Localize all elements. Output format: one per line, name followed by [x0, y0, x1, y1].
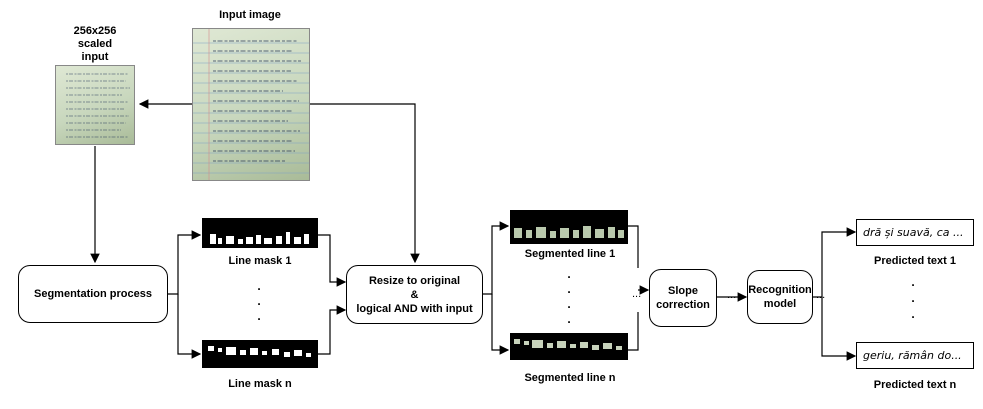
seg-dot-1: . — [567, 267, 571, 281]
pred-dot-3: . — [911, 307, 915, 321]
ellipsis-2: ... — [727, 289, 737, 301]
segmented-blobs-icon — [514, 339, 622, 350]
pred-dot-1: . — [911, 275, 915, 289]
ellipsis-1: ... — [632, 288, 642, 300]
recognition-model-box: Recognition model — [747, 270, 813, 324]
scaled-handwriting-icon — [66, 73, 130, 138]
segmented-line-1-label: Segmented line 1 — [524, 248, 616, 260]
line-mask-n-label: Line mask n — [228, 378, 292, 390]
scaled-input-label-line3: input — [81, 51, 109, 63]
ellipsis-3: ... — [816, 289, 826, 301]
mask-blobs-icon — [208, 346, 311, 357]
resize-and-box: Resize to original & logical AND with in… — [346, 265, 483, 324]
resize-box-line1: Resize to original — [368, 274, 461, 287]
predicted-text-n-box: geriu, rămân do... — [856, 342, 974, 369]
scaled-input-label: 256x256 scaled input — [52, 25, 138, 64]
slope-box-line1: Slope — [668, 285, 698, 297]
predicted-text-n-label: Predicted text n — [873, 379, 957, 391]
scaled-input-label-line1: 256x256 — [73, 25, 117, 37]
seg-dot-4: . — [567, 312, 571, 326]
resize-box-line2: & — [410, 288, 419, 301]
slope-correction-box: Slope correction — [649, 269, 717, 327]
resize-box-line3: logical AND with input — [356, 302, 473, 315]
recognition-box-line2: model — [763, 298, 797, 310]
mask-dot-2: . — [257, 294, 261, 308]
scaled-input-photo — [55, 65, 135, 145]
predicted-text-1-label: Predicted text 1 — [874, 255, 956, 267]
seg-dot-3: . — [567, 297, 571, 311]
segmented-line-n-image — [510, 333, 628, 360]
line-mask-n-image — [202, 340, 318, 368]
segmented-blobs-icon — [514, 226, 624, 238]
input-image-photo — [192, 28, 310, 181]
line-mask-1-image — [202, 218, 318, 248]
input-image-label: Input image — [219, 9, 281, 21]
mask-dot-3: . — [257, 309, 261, 323]
segmented-line-n-label: Segmented line n — [524, 372, 616, 384]
pred-dot-2: . — [911, 291, 915, 305]
scaled-input-label-line2: scaled — [77, 38, 113, 50]
handwriting-icon — [193, 29, 309, 180]
line-mask-1-label: Line mask 1 — [228, 255, 292, 267]
mask-dot-1: . — [257, 279, 261, 293]
slope-box-line2: correction — [656, 299, 710, 311]
recognition-box-line1: Recognition — [748, 284, 812, 296]
segmentation-process-box: Segmentation process — [18, 265, 168, 323]
segmented-line-1-image — [510, 210, 628, 244]
predicted-text-1-box: dră și suavă, ca ... — [856, 219, 974, 246]
seg-dot-2: . — [567, 282, 571, 296]
mask-blobs-icon — [210, 232, 309, 244]
